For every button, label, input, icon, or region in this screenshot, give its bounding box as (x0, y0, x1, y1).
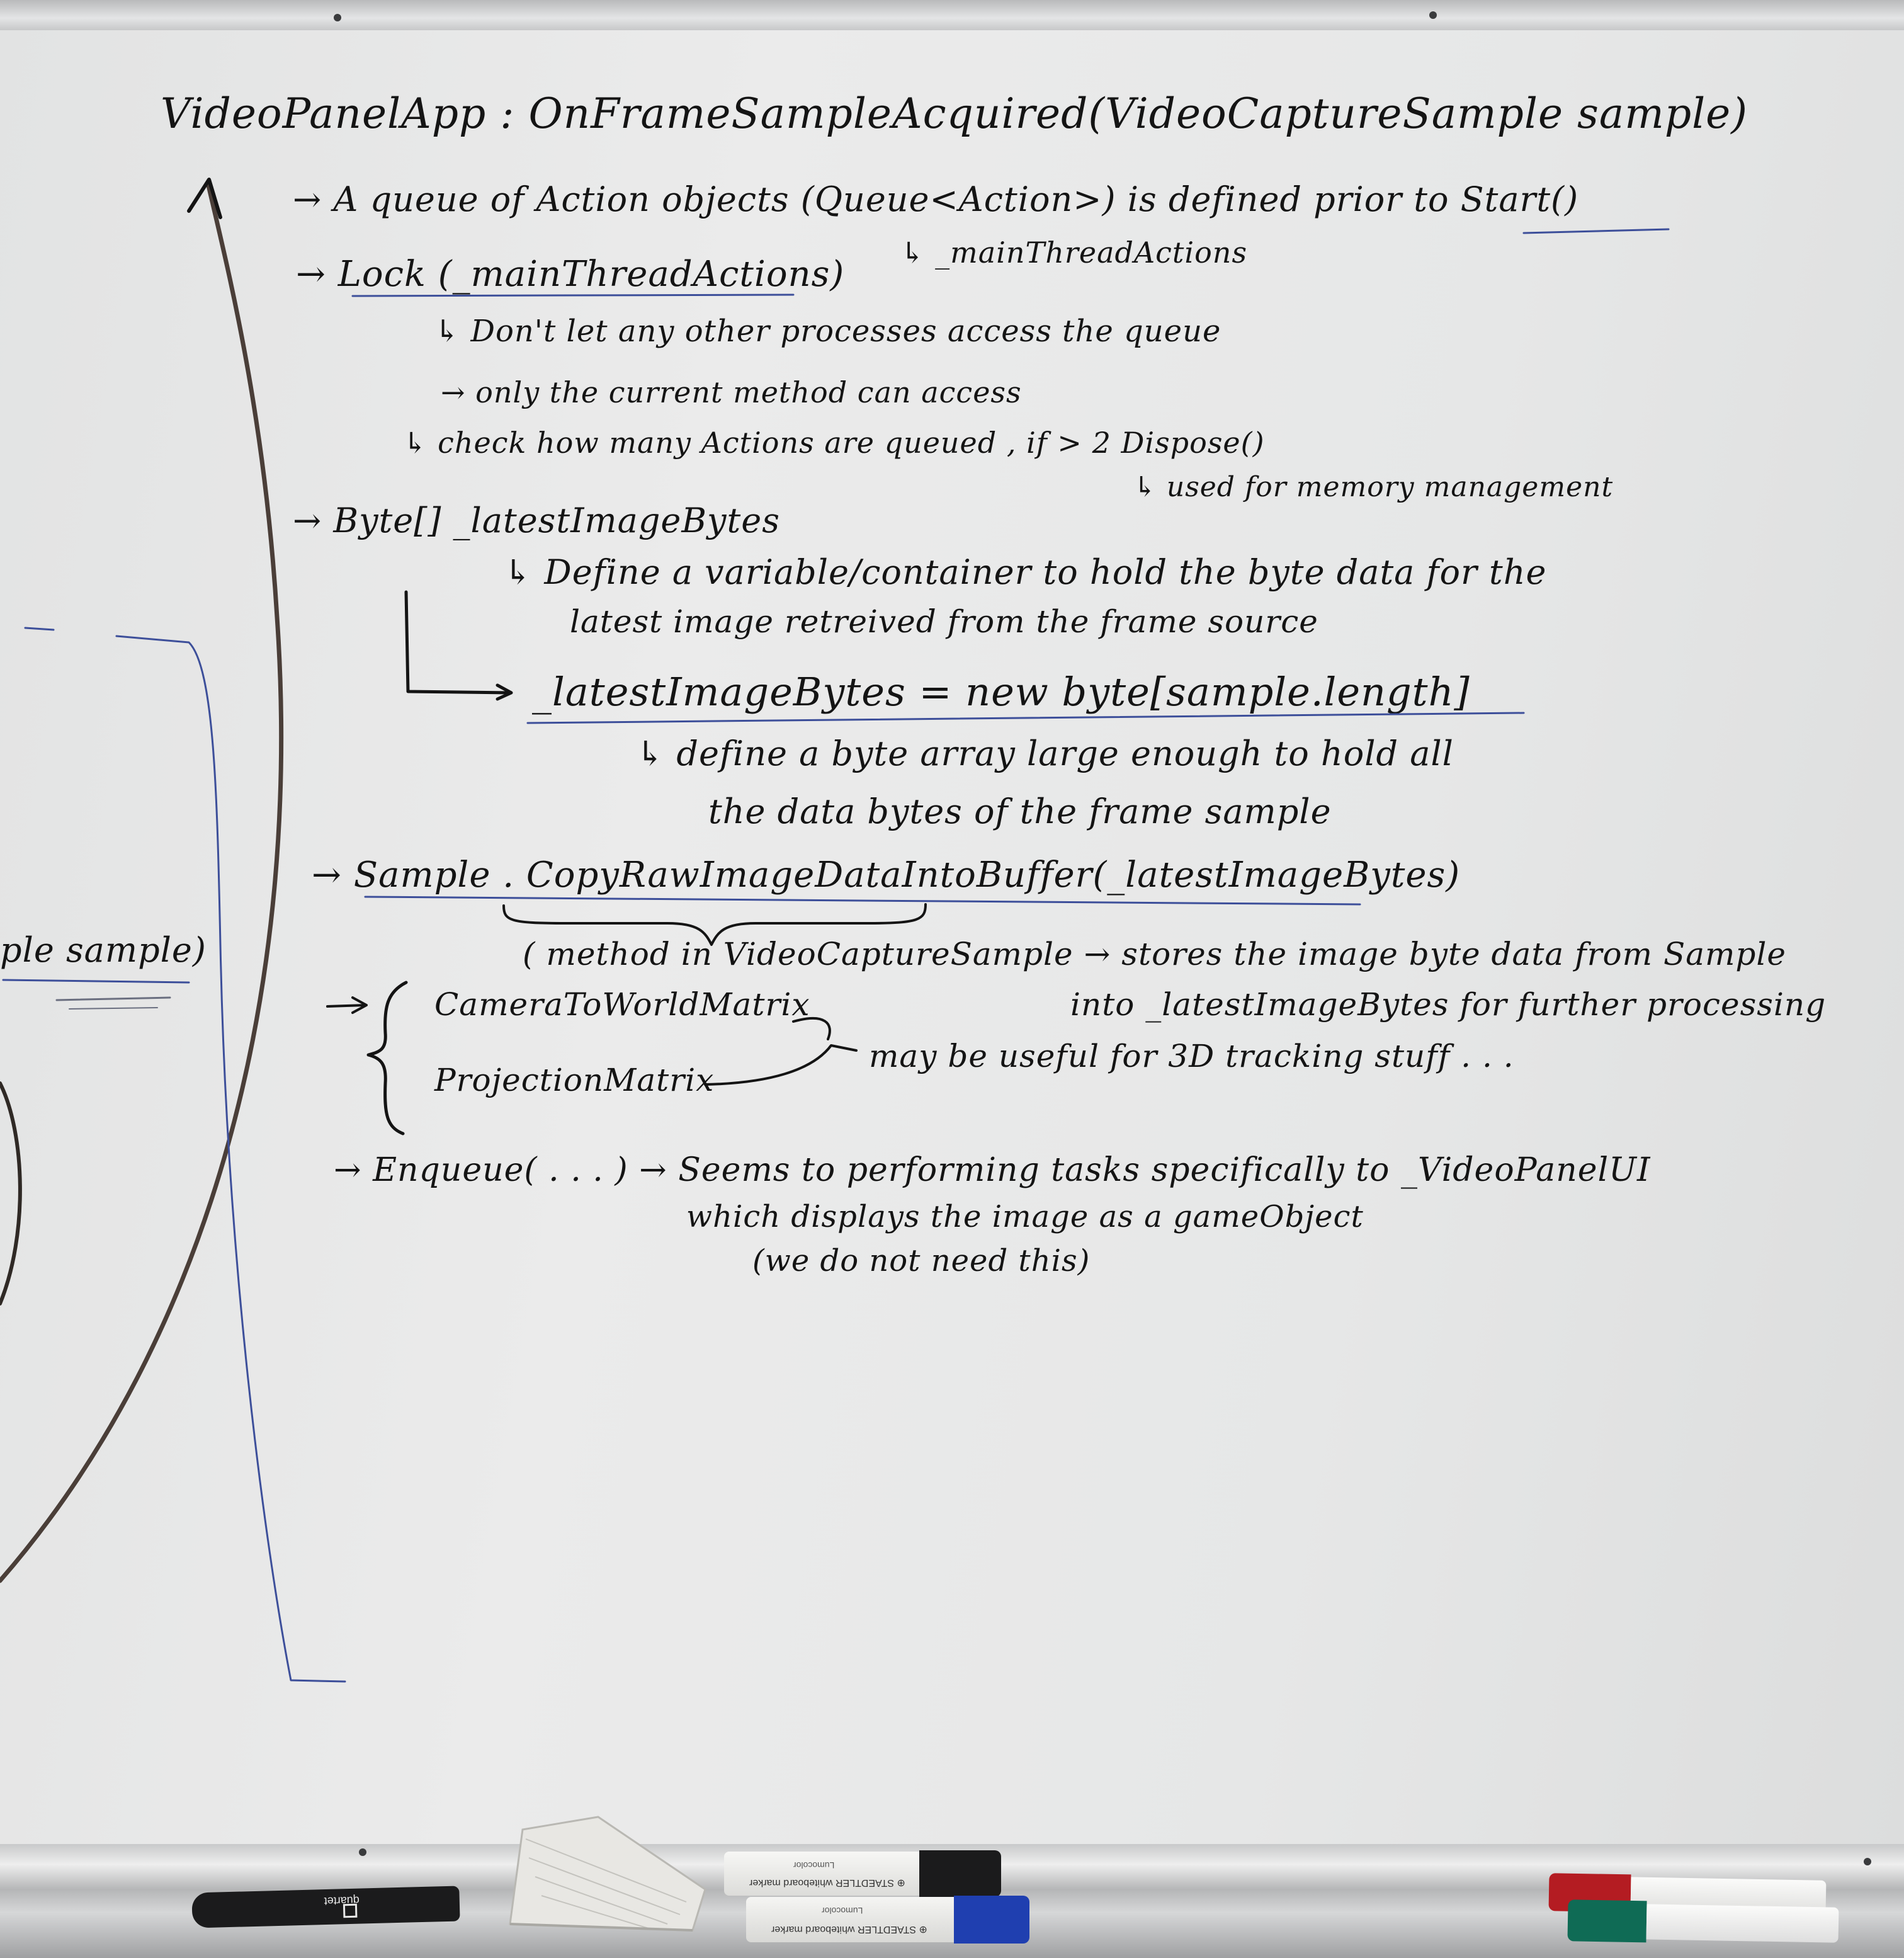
arrow-matrices (326, 996, 368, 1014)
marker-cap (919, 1850, 1001, 1897)
note-lock-detail-2: → only the current method can access (441, 375, 1022, 409)
tray-screw (359, 1848, 366, 1856)
whiteboard-top-frame (0, 0, 1904, 30)
note-assign: _latestImageBytes = new byte[sample.leng… (532, 669, 1470, 715)
note-array-2: the data bytes of the frame sample (708, 792, 1332, 831)
marker-cap (1567, 1899, 1647, 1943)
note-enqueue-2: which displays the image as a gameObject (686, 1199, 1364, 1234)
brace-matrices (366, 981, 408, 1136)
connector-line (404, 590, 512, 695)
note-enqueue: → Enqueue( . . . ) → Seems to performing… (334, 1151, 1651, 1189)
underline-fragment-3 (69, 1007, 158, 1010)
note-projection: ProjectionMatrix (434, 1062, 715, 1098)
whiteboard-surface (0, 30, 1904, 1844)
note-method: ( method in VideoCaptureSample → stores … (523, 936, 1787, 972)
note-byte-array: → Byte[] _latestImageBytes (293, 501, 780, 540)
marker-body: ⊕ STAEDTLER whiteboard marker Lumocolor (746, 1897, 954, 1942)
frame-screw (1429, 11, 1437, 19)
note-define-2: latest image retreived from the frame so… (570, 603, 1318, 640)
note-memory: ↳ used for memory management (1133, 471, 1614, 503)
note-method-2: into _latestImageBytes for further proce… (1070, 986, 1827, 1023)
underline-copy (364, 896, 1361, 906)
matrices-connector (704, 1016, 858, 1086)
curved-arrow-stroke (0, 180, 284, 1583)
underline-assign (526, 712, 1525, 724)
note-check-actions: ↳ check how many Actions are queued , if… (403, 426, 1265, 460)
blue-tick (24, 627, 55, 631)
staedtler-marker-blue-cap[interactable]: ⊕ STAEDTLER whiteboard marker Lumocolor (746, 1896, 1029, 1944)
note-tracking: may be useful for 3D tracking stuff . . … (869, 1038, 1514, 1074)
marker-logo-icon (343, 1903, 358, 1918)
underline-fragment (2, 979, 190, 984)
marker-sublabel: Lumocolor (822, 1906, 863, 1916)
marker-label: ⊕ STAEDTLER whiteboard marker (749, 1877, 905, 1888)
note-lock: → Lock (_mainThreadActions) (296, 254, 845, 295)
note-array-1: ↳ define a byte array large enough to ho… (636, 734, 1454, 773)
frame-screw (334, 14, 341, 21)
brace-copy (502, 903, 927, 946)
left-fragment-text: ple sample) (0, 930, 207, 970)
arrow-head (187, 178, 222, 219)
blue-bracket-line (115, 635, 346, 1683)
marker-label: ⊕ STAEDTLER whiteboard marker (771, 1924, 927, 1935)
staedtler-marker-black-cap[interactable]: ⊕ STAEDTLER whiteboard marker Lumocolor (724, 1850, 1001, 1897)
note-camera-to-world: CameraToWorldMatrix (434, 986, 810, 1023)
board-title: VideoPanelApp : OnFrameSampleAcquired(Vi… (161, 89, 1748, 138)
green-cap-marker[interactable] (1567, 1899, 1839, 1945)
left-oval-stroke (0, 1081, 22, 1306)
note-enqueue-3: (we do not need this) (752, 1243, 1091, 1278)
marker-sublabel: Lumocolor (793, 1860, 835, 1870)
underline-lock (351, 293, 795, 297)
tray-screw (1864, 1858, 1871, 1865)
note-define-1: ↳ Define a variable/container to hold th… (504, 552, 1547, 592)
black-marker[interactable]: quartet (191, 1886, 460, 1928)
note-lock-detail-1: ↳ Don't let any other processes access t… (434, 314, 1221, 349)
note-copy-buffer: → Sample . CopyRawImageDataIntoBuffer(_l… (312, 855, 1461, 896)
marker-body: ⊕ STAEDTLER whiteboard marker Lumocolor (724, 1852, 919, 1896)
underline-fragment-2 (55, 996, 171, 1001)
marker-body (1646, 1904, 1839, 1943)
note-queue-name: ↳ _mainThreadActions (900, 236, 1248, 270)
note-queue: → A queue of Action objects (Queue<Actio… (293, 179, 1579, 219)
marker-cap (954, 1896, 1029, 1944)
underline-start (1522, 228, 1670, 234)
paper-towel-eraser[interactable] (497, 1814, 724, 1933)
connector-arrowhead (496, 683, 513, 701)
